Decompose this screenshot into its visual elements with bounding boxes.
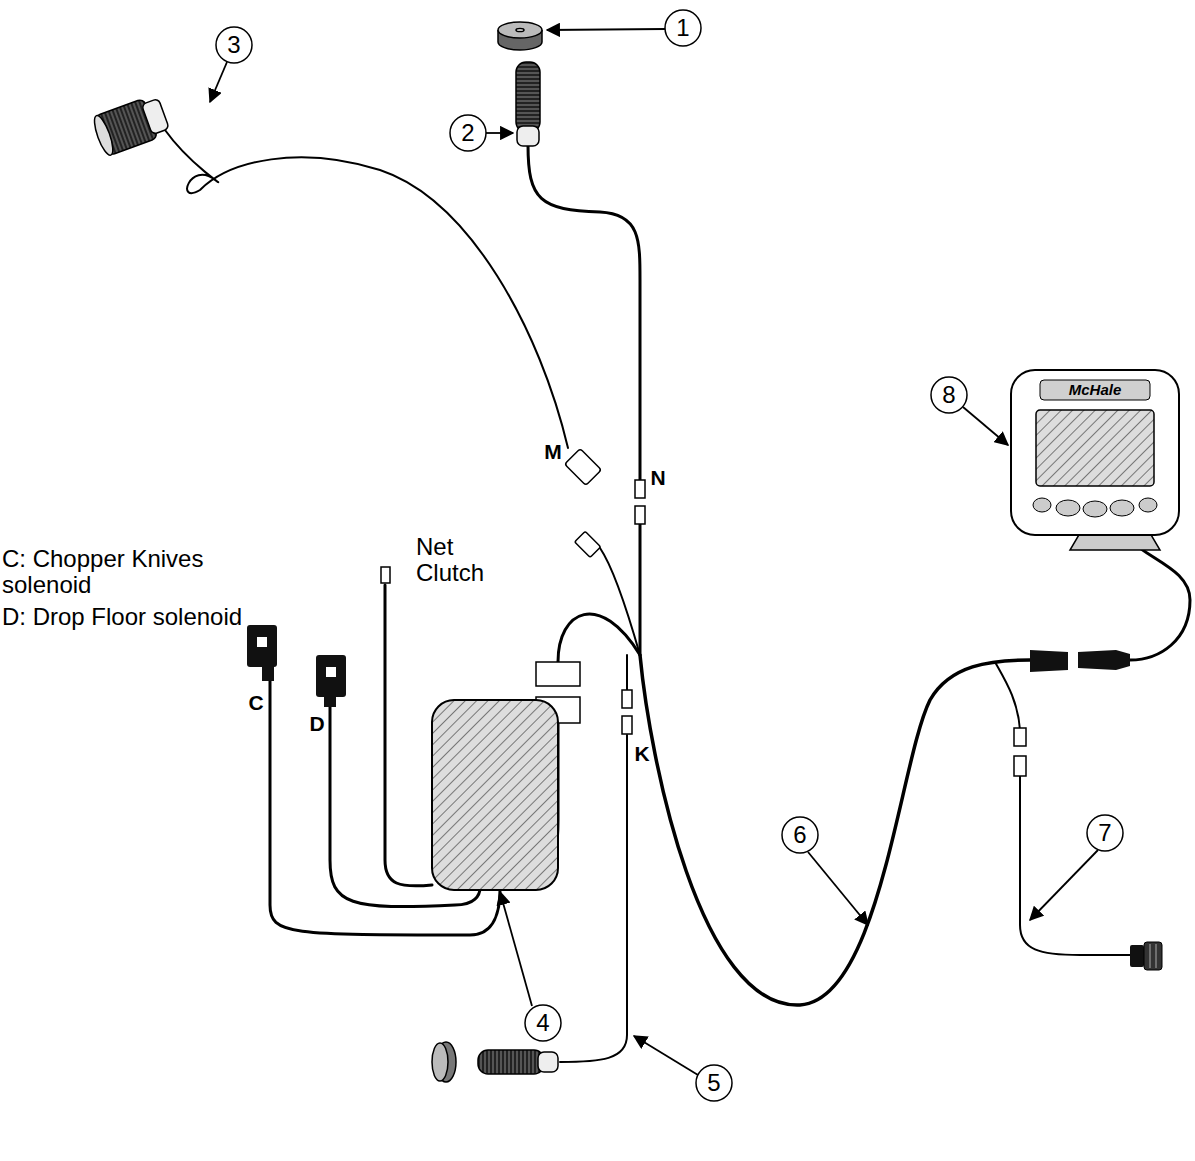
callout-number: 4 (536, 1010, 549, 1036)
connector-letter: N (650, 466, 665, 489)
brand-logo: McHale (1069, 382, 1122, 399)
legend-note: D: Drop Floor solenoid (2, 604, 242, 630)
callout-number: 2 (461, 120, 474, 146)
callout-number: 7 (1098, 820, 1111, 846)
callout-number: 3 (227, 32, 240, 58)
legend-note: C: Chopper Knives solenoid (2, 546, 252, 599)
callout-number: 1 (676, 15, 689, 41)
connector-letter: D (309, 712, 324, 735)
callout-number: 8 (942, 382, 955, 408)
connector-letter: M (544, 440, 562, 463)
callout-number: 5 (707, 1070, 720, 1096)
part-name: Net Clutch (416, 534, 516, 587)
callout-number: 6 (793, 822, 806, 848)
connector-letter: K (634, 742, 649, 765)
connector-letter: C (248, 691, 263, 714)
